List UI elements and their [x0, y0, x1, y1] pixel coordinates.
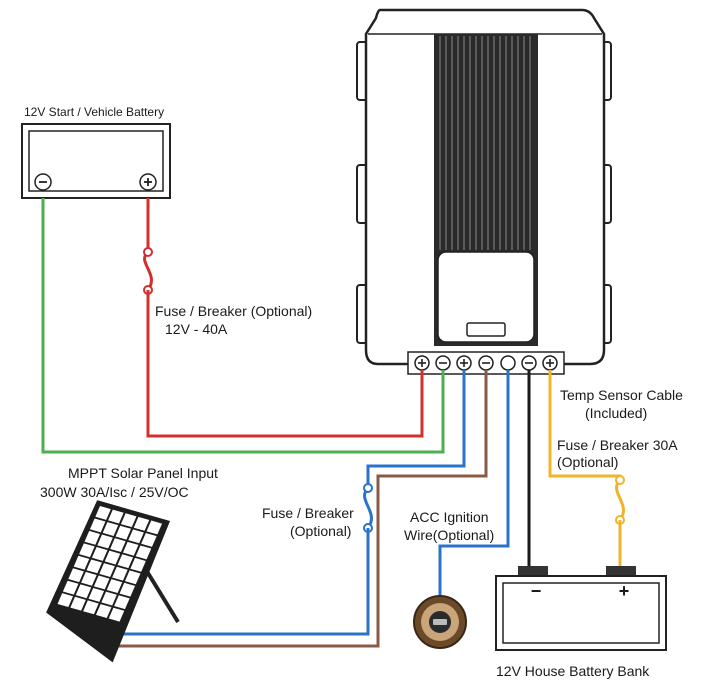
solar-label-2: 300W 30A/Isc / 25V/OC	[40, 484, 189, 500]
minus-sign: −	[531, 581, 542, 601]
terminal-acc	[500, 355, 516, 371]
wire-acc	[438, 370, 510, 596]
plus-sign: +	[619, 581, 630, 601]
wire-solar-negative	[106, 370, 488, 648]
solar-label-1: MPPT Solar Panel Input	[68, 465, 218, 481]
status-window	[466, 322, 506, 337]
heatsink	[434, 34, 538, 346]
solar-cells	[57, 506, 163, 622]
wire-solar-positive	[366, 370, 466, 488]
start-battery-label: 12V Start / Vehicle Battery	[24, 105, 164, 119]
fuse-start-label-1: Fuse / Breaker (Optional)	[155, 303, 312, 319]
fuse-solar-label-1: Fuse / Breaker	[262, 505, 354, 521]
fuse-house-label-1: Fuse / Breaker 30A	[557, 437, 678, 453]
fuse-house-label-2: (Optional)	[557, 454, 618, 470]
fuse-solar-label-2: (Optional)	[290, 523, 351, 539]
temp-label-2: (Included)	[585, 405, 647, 421]
wire-start-negative	[41, 198, 445, 454]
display-panel	[437, 251, 535, 343]
terminal-block	[407, 351, 565, 375]
acc-label-2: Wire(Optional)	[404, 527, 494, 543]
fuse-start	[143, 250, 153, 291]
acc-label-1: ACC Ignition	[410, 509, 489, 525]
fuse-start-label-2: 12V - 40A	[165, 321, 228, 337]
house-battery-label: 12V House Battery Bank	[496, 663, 650, 679]
solar-panel	[46, 500, 180, 663]
key-icon	[433, 619, 447, 625]
fuse-house	[615, 478, 625, 521]
start-battery: 12V Start / Vehicle Battery	[21, 105, 171, 199]
charger-unit	[356, 8, 612, 375]
ignition-switch	[413, 595, 467, 649]
fuse-solar	[363, 486, 373, 529]
house-battery: − + 12V House Battery Bank	[495, 566, 667, 679]
temp-label-1: Temp Sensor Cable	[560, 387, 683, 403]
